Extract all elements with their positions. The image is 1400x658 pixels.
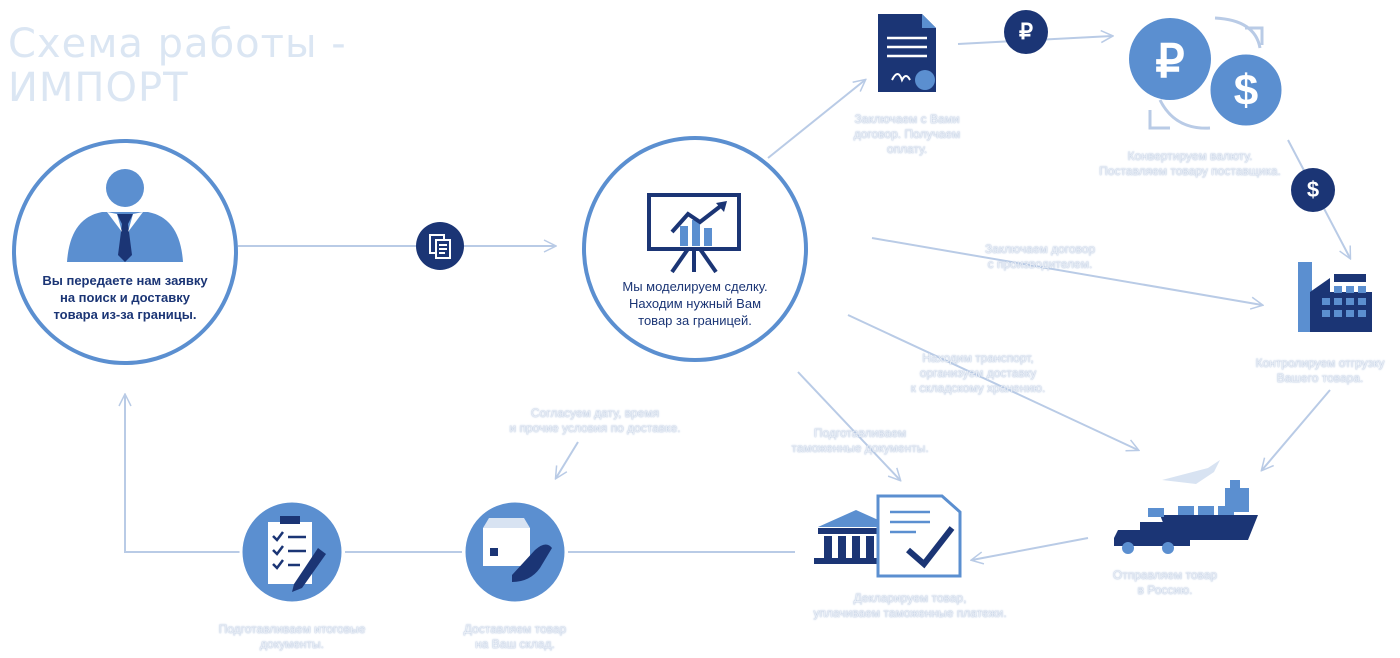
factory-icon (1298, 262, 1372, 332)
customs-docs-caption: Подготавливаем таможенные документы. (791, 426, 929, 455)
ruble-icon (1129, 18, 1211, 100)
arrow-model-to-contract (767, 80, 865, 159)
ruble-badge-symbol: ₽ (1019, 19, 1033, 44)
declare-caption: Декларируем товар, уплачиваем таможенные… (813, 591, 1007, 620)
title-line-2: ИМПОРТ (8, 65, 189, 111)
dollar-badge-symbol: $ (1306, 177, 1320, 202)
ruble-icon-symbol: ₽ (1155, 35, 1185, 87)
transport-icon (1114, 460, 1258, 554)
title-line-1: Схема работы - (8, 21, 347, 67)
contract-caption: Заключаем с Вами договор. Получаем оплат… (853, 112, 961, 156)
producer-caption: Заключаем договор с производителем. (984, 242, 1096, 271)
customs-icon (814, 494, 962, 578)
documents-icon (429, 234, 451, 259)
model-line-2: Находим нужный Вам (628, 296, 762, 311)
delivery-box-icon (483, 518, 552, 582)
checklist-icon (268, 516, 326, 592)
convert-caption: Конвертируем валюту. Поставляем товару п… (1099, 149, 1281, 178)
arrow-model-to-customs (797, 371, 900, 480)
dollar-icon-symbol: $ (1233, 66, 1259, 115)
control-caption: Контролируем отгрузку Вашего товара. (1255, 356, 1385, 385)
arrow-factory-to-transport (1262, 389, 1331, 470)
dollar-badge (1291, 168, 1335, 212)
arrow-model-to-factory (871, 237, 1262, 305)
final-docs-caption: Подготавливаем итоговые документы. (218, 622, 366, 651)
arrow-transport-to-customs (972, 537, 1089, 560)
chart-board-icon (647, 193, 741, 274)
page-title: Схема работы - ИМПОРТ (8, 22, 347, 110)
model-line-1: Мы моделируем сделку. (622, 279, 768, 294)
ruble-badge (1004, 10, 1048, 54)
arrow-model-to-transport (847, 314, 1138, 450)
arrow-agree-to-deliver (556, 441, 579, 478)
agree-caption: Согласуем дату, время и прочие условия п… (509, 406, 681, 435)
transport-caption: Находим транспорт, организуем доставку к… (910, 351, 1046, 395)
deliver-caption: Доставляем товар на Ваш склад. (463, 622, 567, 651)
person-icon (67, 169, 183, 262)
model-line-3: товар за границей. (638, 313, 752, 328)
arrow-docs-to-client (125, 395, 240, 553)
convert-icons (1129, 16, 1285, 130)
dollar-icon (1207, 51, 1285, 129)
client-step-text: Вы передаете нам заявку на поиск и доста… (42, 273, 208, 322)
contract-icon (878, 14, 936, 92)
ship-caption: Отправляем товар в Россию. (1112, 568, 1218, 597)
model-step-text: Мы моделируем сделку. Находим нужный Вам… (600, 278, 790, 329)
